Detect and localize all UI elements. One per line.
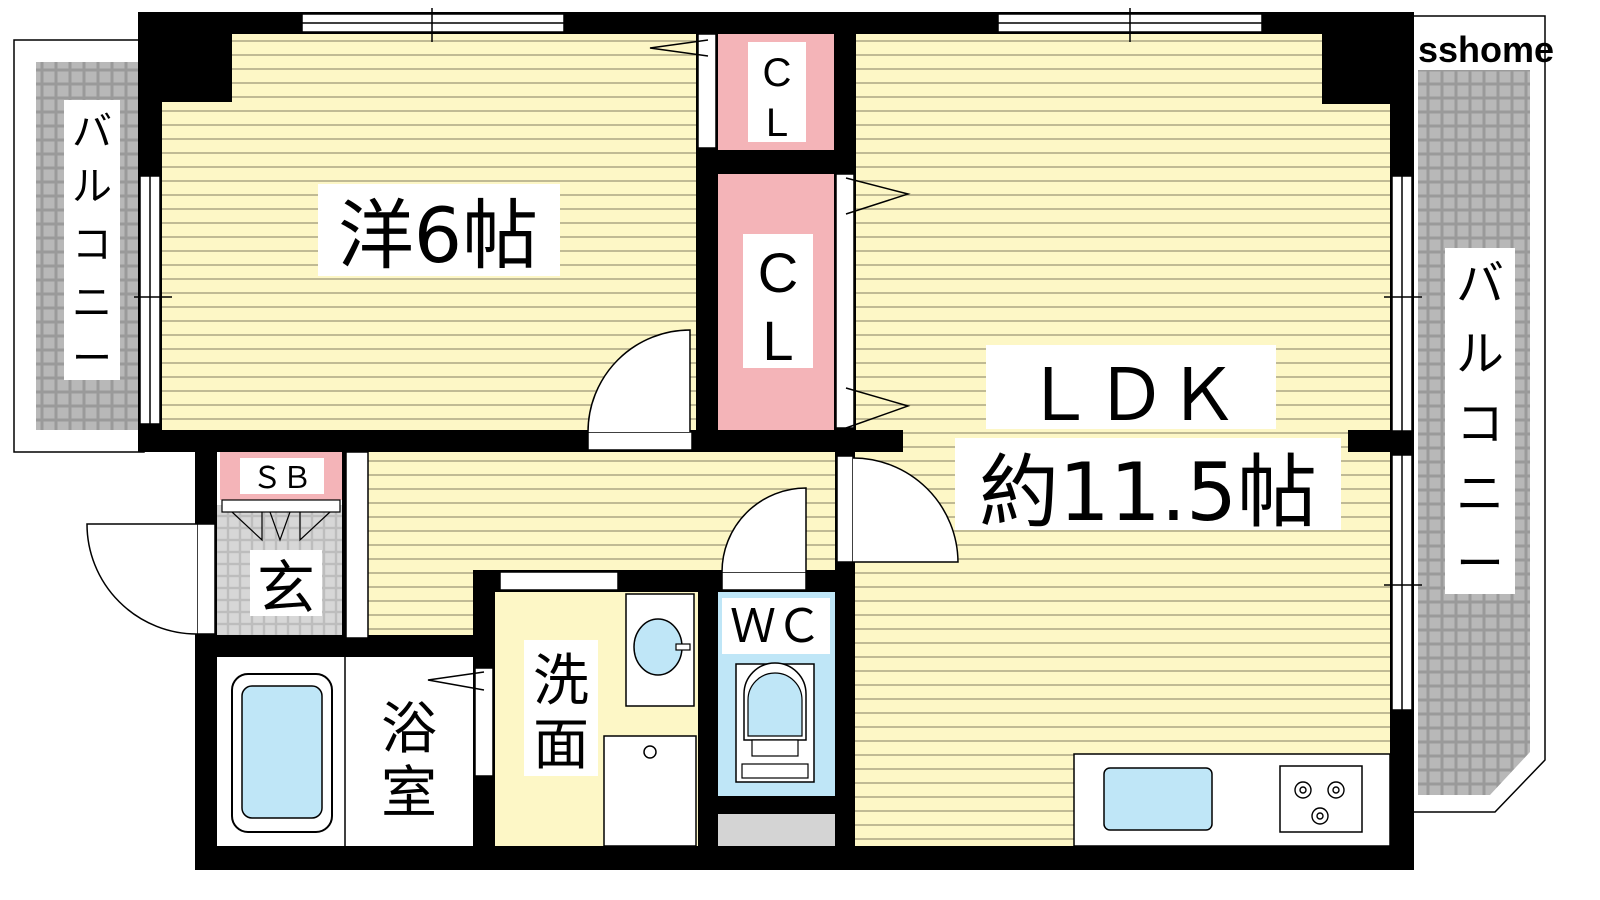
toilet-label: ＷＣ	[730, 599, 822, 653]
balcony-right-char-5: ー	[1456, 536, 1504, 592]
bathtub	[231, 657, 346, 846]
washroom-label-2: 面	[533, 713, 589, 778]
balcony-right-char-4: ニ	[1456, 466, 1504, 522]
washbasin	[625, 593, 695, 707]
balcony-right	[1406, 15, 1546, 813]
washroom-label-1: 洗	[533, 649, 589, 714]
watermark: sshome	[1418, 29, 1554, 70]
balcony-right-char-3: コ	[1456, 396, 1504, 452]
kitchen-counter	[1073, 753, 1391, 847]
balcony-left-char-4: ニ	[72, 280, 112, 326]
shoe-box-label: ＳＢ	[252, 461, 312, 496]
balcony-left-char-3: コ	[72, 222, 112, 268]
openings	[86, 8, 1422, 777]
balcony-left-char-2: ル	[72, 164, 112, 210]
western-room-label: 洋6帖	[338, 191, 538, 280]
balcony-left-char-1: バ	[72, 109, 112, 155]
ldk-title: ＬＤＫ	[1023, 353, 1239, 437]
bath-label-2: 室	[381, 761, 437, 826]
balcony-left-char-5: ー	[72, 336, 112, 382]
balcony-right-char-2: ル	[1456, 326, 1504, 382]
labels: sshome バ ル コ ニ ー バ ル コ ニ ー 洋6帖 C L C L Ｌ…	[72, 29, 1554, 826]
entrance-label: 玄	[257, 554, 315, 622]
closet-upper-l: L	[766, 101, 788, 145]
balcony-right-char-1: バ	[1456, 256, 1504, 312]
ldk-size: 約11.5帖	[979, 446, 1317, 539]
closet-middle-l: L	[762, 309, 793, 372]
stove-burners	[1294, 781, 1345, 825]
washing-machine-space	[603, 735, 697, 847]
closet-middle-c: C	[758, 241, 798, 304]
closet-upper-c: C	[763, 51, 792, 95]
balcony-left	[13, 39, 145, 453]
bath-label-1: 浴	[381, 697, 437, 762]
toilet	[735, 662, 815, 783]
